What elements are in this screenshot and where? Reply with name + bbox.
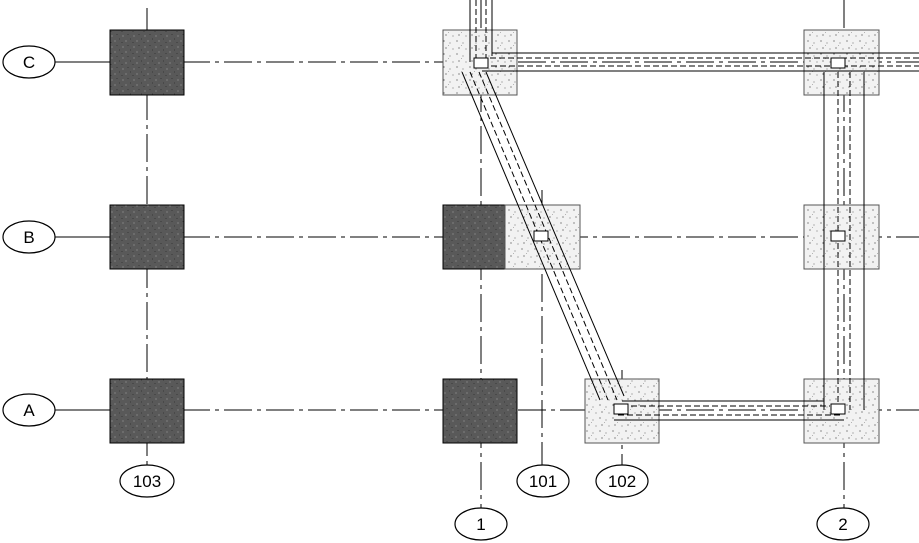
grid-bubble-1: 1 <box>454 507 508 541</box>
junction-markers <box>473 57 846 415</box>
grid-label-2: 2 <box>838 515 847 534</box>
grid-label-C: C <box>23 53 35 72</box>
grid-label-101: 101 <box>529 472 557 491</box>
grid-label-A: A <box>23 401 35 420</box>
footings <box>109 29 880 444</box>
footing-1-A <box>442 378 518 444</box>
footing-103-B <box>109 204 185 270</box>
grid-bubble-B: B <box>2 220 100 254</box>
grid-bubble-101: 101 <box>516 464 570 498</box>
grid-bubble-2: 2 <box>816 507 870 541</box>
footing-1-B <box>442 204 506 270</box>
grid-bubble-C: C <box>2 45 100 79</box>
footing-103-A <box>109 378 185 444</box>
grid-bubble-103: 103 <box>119 464 175 498</box>
footing-103-C <box>109 29 185 96</box>
grid-label-1: 1 <box>476 515 485 534</box>
grid-bubble-102: 102 <box>595 464 649 498</box>
grid-label-103: 103 <box>133 472 161 491</box>
grid-label-102: 102 <box>608 472 636 491</box>
grid-bubble-A: A <box>2 393 100 427</box>
pipe-run <box>461 0 919 421</box>
grid-label-B: B <box>23 228 34 247</box>
